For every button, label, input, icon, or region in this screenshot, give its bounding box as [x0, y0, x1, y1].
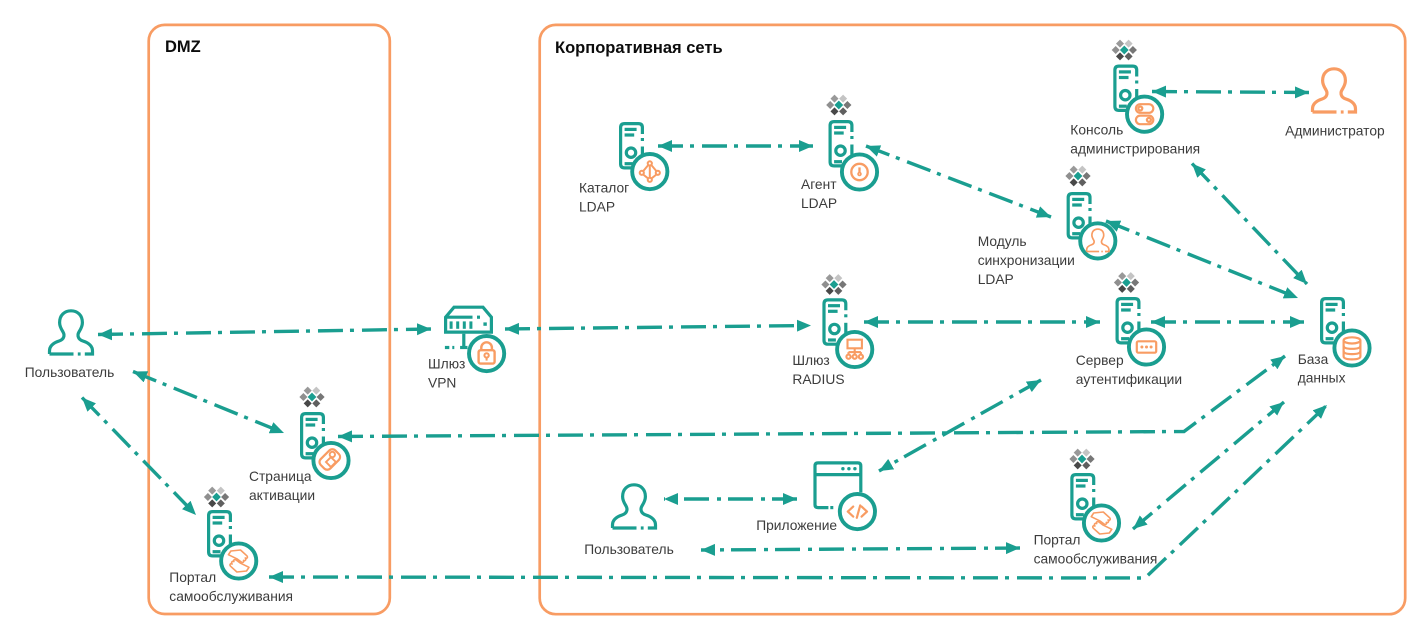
svg-text:Каталог: Каталог	[579, 181, 629, 196]
svg-text:данных: данных	[1298, 371, 1346, 386]
svg-text:администрирования: администрирования	[1070, 142, 1200, 157]
svg-text:Пользователь: Пользователь	[25, 365, 115, 380]
svg-text:Сервер: Сервер	[1076, 353, 1124, 368]
svg-text:LDAP: LDAP	[579, 200, 615, 215]
svg-text:Пользователь: Пользователь	[584, 542, 674, 557]
svg-text:Администратор: Администратор	[1285, 124, 1385, 139]
svg-text:синхронизации: синхронизации	[978, 253, 1075, 268]
svg-text:LDAP: LDAP	[801, 196, 837, 211]
svg-text:Портал: Портал	[1034, 533, 1081, 548]
svg-text:Приложение: Приложение	[756, 518, 837, 533]
svg-text:Модуль: Модуль	[978, 234, 1027, 249]
svg-text:Страница: Страница	[249, 469, 312, 484]
svg-text:LDAP: LDAP	[978, 272, 1014, 287]
svg-text:Корпоративная сеть: Корпоративная сеть	[555, 39, 723, 57]
svg-text:Портал: Портал	[169, 570, 216, 585]
svg-text:Консоль: Консоль	[1070, 123, 1123, 138]
svg-text:Шлюз: Шлюз	[428, 357, 465, 372]
svg-text:Агент: Агент	[801, 177, 837, 192]
svg-text:DMZ: DMZ	[165, 38, 201, 56]
svg-text:активации: активации	[249, 488, 315, 503]
svg-text:самообслуживания: самообслуживания	[1034, 552, 1158, 567]
svg-text:аутентификации: аутентификации	[1076, 372, 1182, 387]
svg-text:самообслуживания: самообслуживания	[169, 589, 293, 604]
svg-text:База: База	[1298, 352, 1329, 367]
svg-text:Шлюз: Шлюз	[792, 353, 829, 368]
svg-text:VPN: VPN	[428, 376, 456, 391]
svg-text:RADIUS: RADIUS	[792, 372, 844, 387]
